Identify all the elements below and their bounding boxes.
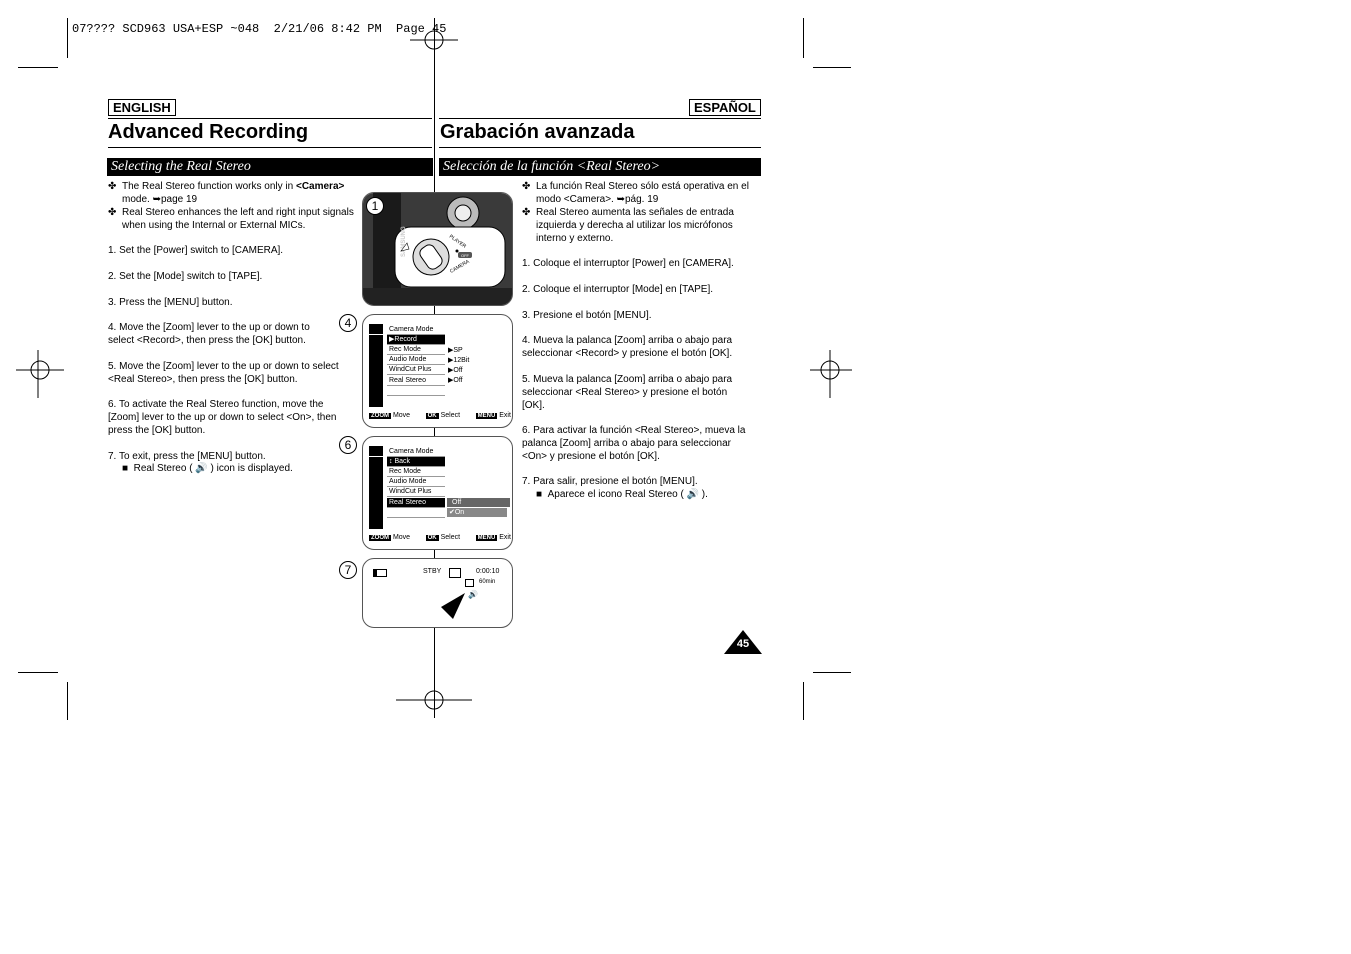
remain-time: 60min [479,579,496,585]
arrow-up-icon [400,242,410,252]
crop-mark [18,67,58,68]
menu-side-icons [369,457,383,529]
sub-note-espanol: ■ Aparece el icono Real Stereo ( 🔊 ). [536,489,708,500]
page-title-espanol: Grabación avanzada [440,121,635,143]
figure-menu-real-stereo: Camera Mode ↕ Back Rec Mode Audio Mode W… [362,436,513,550]
language-label-espanol: ESPAÑOL [689,99,761,116]
step-number-6: 6 [339,436,357,454]
step-number-4: 4 [339,314,357,332]
step-english-1: 1. Set the [Power] switch to [CAMERA]. [108,245,284,256]
brand-label: SAMSUNG [401,226,407,257]
page-number: 45 [736,638,750,650]
step-espanol-6: 6. Para activar la función <Real Stereo>… [522,425,746,462]
step-english-3: 3. Press the [MENU] button. [108,297,233,308]
note-bullet: ✤ [108,207,117,218]
step-english-2: 2. Set the [Mode] switch to [TAPE]. [108,271,263,282]
menu-item-empty [387,386,445,396]
camera-mode-icon [369,446,383,456]
camera-mode-icon [369,324,383,334]
step-espanol-1: 1. Coloque el interruptor [Power] en [CA… [522,258,734,269]
menu-item-real-stereo[interactable]: Real Stereo [387,498,445,508]
menu-item-audio-mode[interactable]: Audio Mode [387,477,445,487]
note-bullet: ✤ [522,207,531,218]
divider [108,118,432,119]
option-on[interactable]: ✔On [447,508,507,517]
menu-item-windcut-plus[interactable]: WindCut Plus [387,365,445,375]
note-bullet: ✤ [108,181,117,192]
menu-item-windcut-plus[interactable]: WindCut Plus [387,487,445,497]
menu-footer: ZOOM Move OK Select MENU Exit [369,534,511,541]
note-english-2: Real Stereo enhances the left and right … [122,207,354,231]
step-english-7: 7. To exit, press the [MENU] button. [108,451,266,462]
value-windcut: ▶Off [448,367,463,374]
section-title-english: Selecting the Real Stereo [107,158,433,176]
step-espanol-2: 2. Coloque el interruptor [Mode] en [TAP… [522,284,714,295]
real-stereo-icon: 🔊 [468,590,478,599]
crop-mark [18,672,58,673]
language-label-english: ENGLISH [108,99,176,116]
step-english-6: 6. To activate the Real Stereo function,… [108,399,337,436]
crop-mark [813,672,851,673]
menu-item-rec-mode[interactable]: Rec Mode [387,345,445,355]
crop-mark [813,67,851,68]
step-espanol-7: 7. Para salir, presione el botón [MENU]. [522,476,698,487]
step-espanol-5: 5. Mueva la palanca [Zoom] arriba o abaj… [522,374,733,411]
step-espanol-4: 4. Mueva la palanca [Zoom] arriba o abaj… [522,335,733,359]
off-label: OFF [461,253,470,258]
note-espanol-1: La función Real Stereo sólo está operati… [536,181,749,205]
note-bullet: ✤ [522,181,531,192]
camcorder-illustration: PLAYER OFF CAMERA SAMSUNG [363,193,512,305]
registration-mark [16,350,64,398]
tape-remain-icon [465,579,474,587]
menu-footer: ZOOM Move OK Select MENU Exit [369,412,511,419]
menu-item-empty [387,508,445,518]
page-title-english: Advanced Recording [108,121,309,143]
note-english-1: The Real Stereo function works only in <… [122,181,345,205]
menu-item-real-stereo[interactable]: Real Stereo [387,376,445,386]
step-english-4: 4. Move the [Zoom] lever to the up or do… [108,322,310,346]
menu-header: Camera Mode [387,325,445,335]
menu-item-rec-mode[interactable]: Rec Mode [387,467,445,477]
figure-camcorder-dial: PLAYER OFF CAMERA SAMSUNG [362,192,513,306]
note-espanol-2: Real Stereo aumenta las señales de entra… [536,207,734,244]
divider [439,118,761,119]
divider [439,147,761,148]
step-number-7: 7 [339,561,357,579]
figure-menu-record: Camera Mode ▶Record Rec Mode Audio Mode … [362,314,513,428]
pointer-arrow-icon [441,593,465,619]
menu-item-record[interactable]: ▶Record [387,335,445,345]
menu-item-back[interactable]: ↕ Back [387,457,445,467]
step-english-5: 5. Move the [Zoom] lever to the up or do… [108,361,339,385]
crop-mark [67,682,68,720]
figure-screen-display: STBY 0:00:10 60min 🔊 [362,558,513,628]
crop-mark [803,682,804,720]
stby-status: STBY [423,568,442,575]
divider [108,147,432,148]
crop-mark [67,18,68,58]
menu-item-audio-mode[interactable]: Audio Mode [387,355,445,365]
registration-mark [810,350,852,398]
print-header: 07???? SCD963 USA+ESP ~048 2/21/06 8:42 … [72,22,447,36]
tape-icon [449,568,461,578]
page-number-badge [724,630,762,654]
value-rec-mode: ▶SP [448,347,463,354]
crop-mark [803,18,804,58]
registration-mark [396,690,472,710]
menu-side-icons [369,335,383,407]
section-title-espanol: Selección de la función <Real Stereo> [439,158,761,176]
step-espanol-3: 3. Presione el botón [MENU]. [522,310,652,321]
value-real-stereo: ▶Off [448,377,463,384]
value-audio-mode: ▶12Bit [448,357,470,364]
step-number-1: 1 [366,197,384,215]
option-off[interactable]: Off [447,498,510,507]
time-counter: 0:00:10 [476,568,500,575]
menu-header: Camera Mode [387,447,445,457]
battery-icon [373,569,387,577]
registration-mark [410,30,458,50]
sub-note-english: ■ Real Stereo ( 🔊 ) icon is displayed. [122,463,293,474]
